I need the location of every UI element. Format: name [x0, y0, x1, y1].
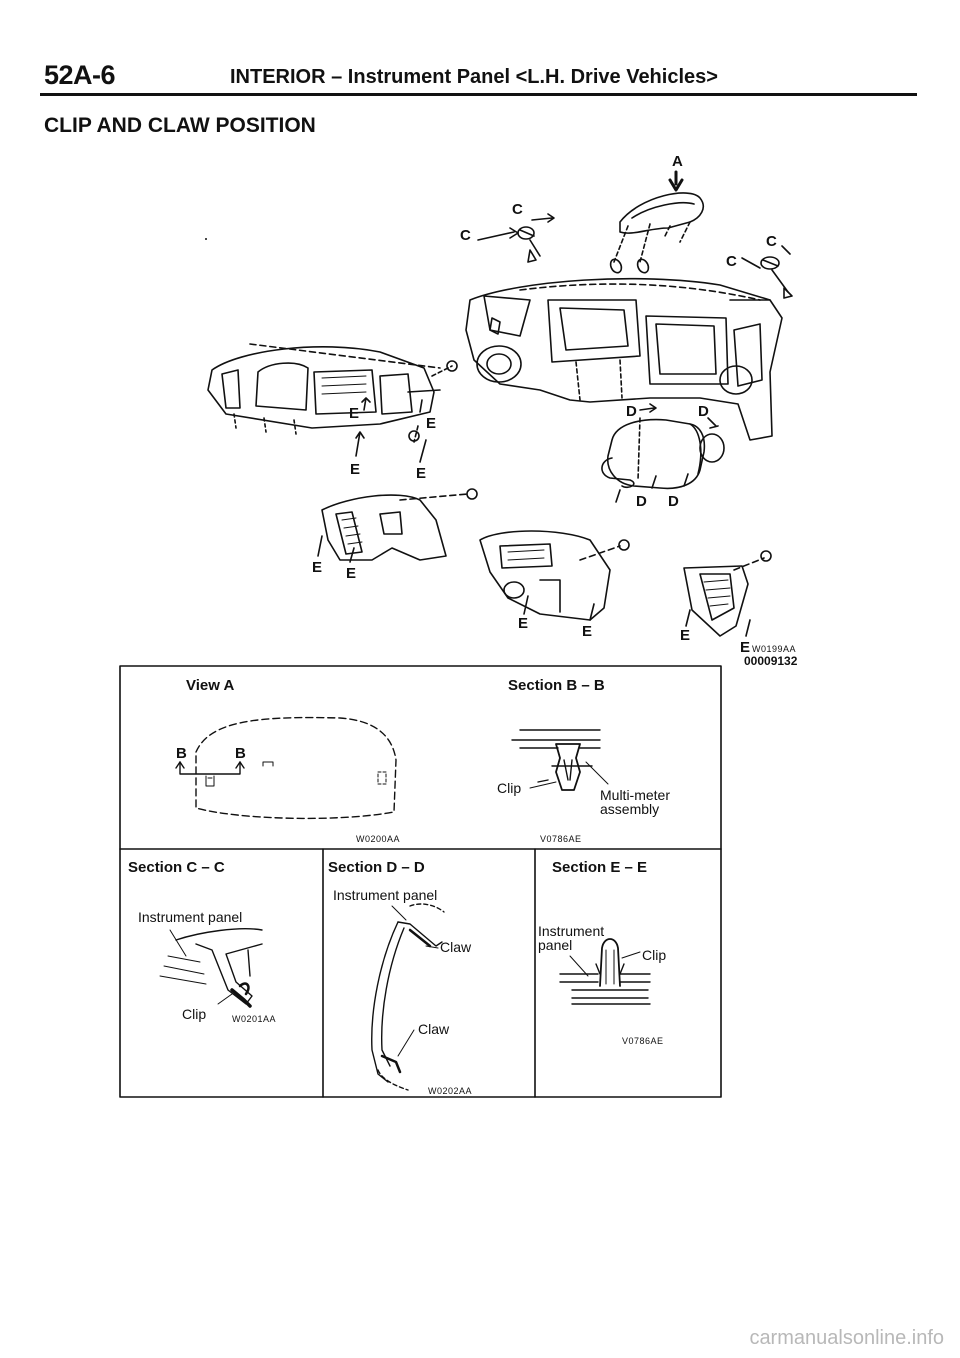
svg-text:Section B – B: Section B – B	[508, 677, 605, 694]
svg-text:D: D	[698, 403, 709, 420]
svg-text:V0786AE: V0786AE	[622, 1036, 664, 1046]
svg-text:E: E	[680, 627, 690, 644]
svg-text:B: B	[235, 745, 246, 762]
svg-text:E: E	[349, 405, 359, 422]
view-arrow-icon	[668, 170, 684, 192]
svg-text:D: D	[668, 493, 679, 510]
svg-text:B: B	[176, 745, 187, 762]
svg-text:C: C	[512, 201, 523, 218]
exploded-panel-illustration: A C C C C	[205, 153, 798, 668]
air-bag-module	[601, 417, 725, 503]
view-a-marker: A	[672, 153, 683, 170]
svg-text:View A: View A	[186, 677, 235, 694]
instrument-panel-body	[465, 277, 783, 441]
svg-text:W0200AA: W0200AA	[356, 834, 400, 844]
svg-text:C: C	[766, 233, 777, 250]
svg-text:Clip: Clip	[182, 1006, 206, 1022]
svg-text:W0201AA: W0201AA	[232, 1014, 276, 1024]
svg-text:V0786AE: V0786AE	[540, 834, 582, 844]
svg-text:W0202AA: W0202AA	[428, 1086, 472, 1096]
svg-text:E: E	[582, 623, 592, 640]
header-divider	[40, 93, 917, 96]
svg-text:E: E	[350, 461, 360, 478]
clip-c-right	[741, 245, 793, 299]
watermark: carmanualsonline.info	[749, 1327, 944, 1349]
meter-hood-cover	[609, 192, 705, 274]
svg-text:Instrument: Instrument	[538, 923, 604, 939]
lower-left-cover	[321, 488, 478, 561]
page-title: INTERIOR – Instrument Panel <L.H. Drive …	[230, 66, 718, 88]
right-side-cover	[683, 550, 772, 637]
meter-cluster-bezel	[207, 343, 458, 443]
svg-text:E: E	[312, 559, 322, 576]
svg-text:Section D – D: Section D – D	[328, 859, 425, 876]
svg-text:Section C – C: Section C – C	[128, 859, 225, 876]
svg-text:D: D	[626, 403, 637, 420]
section-heading: CLIP AND CLAW POSITION	[44, 114, 316, 137]
svg-text:D: D	[636, 493, 647, 510]
detail-views-frame: View A B B W0200AA Section B – B Clip Mu…	[119, 665, 722, 1098]
svg-text:E: E	[416, 465, 426, 482]
svg-text:panel: panel	[538, 937, 572, 953]
center-lower-cover	[479, 530, 630, 621]
svg-text:assembly: assembly	[600, 801, 659, 817]
svg-text:E: E	[518, 615, 528, 632]
svg-text:E: E	[740, 639, 750, 656]
page-number: 52A-6	[44, 60, 116, 90]
svg-text:Claw: Claw	[418, 1021, 450, 1037]
svg-text:Instrument panel: Instrument panel	[333, 887, 437, 903]
svg-text:Clip: Clip	[497, 780, 521, 796]
figure-code: W0199AA	[752, 644, 796, 654]
svg-text:C: C	[460, 227, 471, 244]
section-b-b-panel: Section B – B Clip Multi-meter assembly …	[497, 677, 670, 844]
svg-text:E: E	[426, 415, 436, 432]
section-c-c-panel: Section C – C Instrument panel Clip W020…	[128, 859, 276, 1024]
svg-text:Claw: Claw	[440, 939, 472, 955]
svg-text:Instrument panel: Instrument panel	[138, 909, 242, 925]
view-a-panel: View A B B W0200AA	[175, 677, 400, 844]
svg-text:E: E	[346, 565, 356, 582]
svg-text:Section E – E: Section E – E	[552, 859, 647, 876]
svg-text:Clip: Clip	[642, 947, 666, 963]
section-d-d-panel: Section D – D Instrument panel Claw Claw…	[328, 859, 472, 1096]
svg-text:C: C	[726, 253, 737, 270]
section-e-e-panel: Section E – E Instrument panel Clip V078…	[538, 859, 666, 1046]
figure-number: 00009132	[744, 654, 798, 668]
svg-text:Multi-meter: Multi-meter	[600, 787, 670, 803]
clip-c-left	[477, 213, 555, 263]
